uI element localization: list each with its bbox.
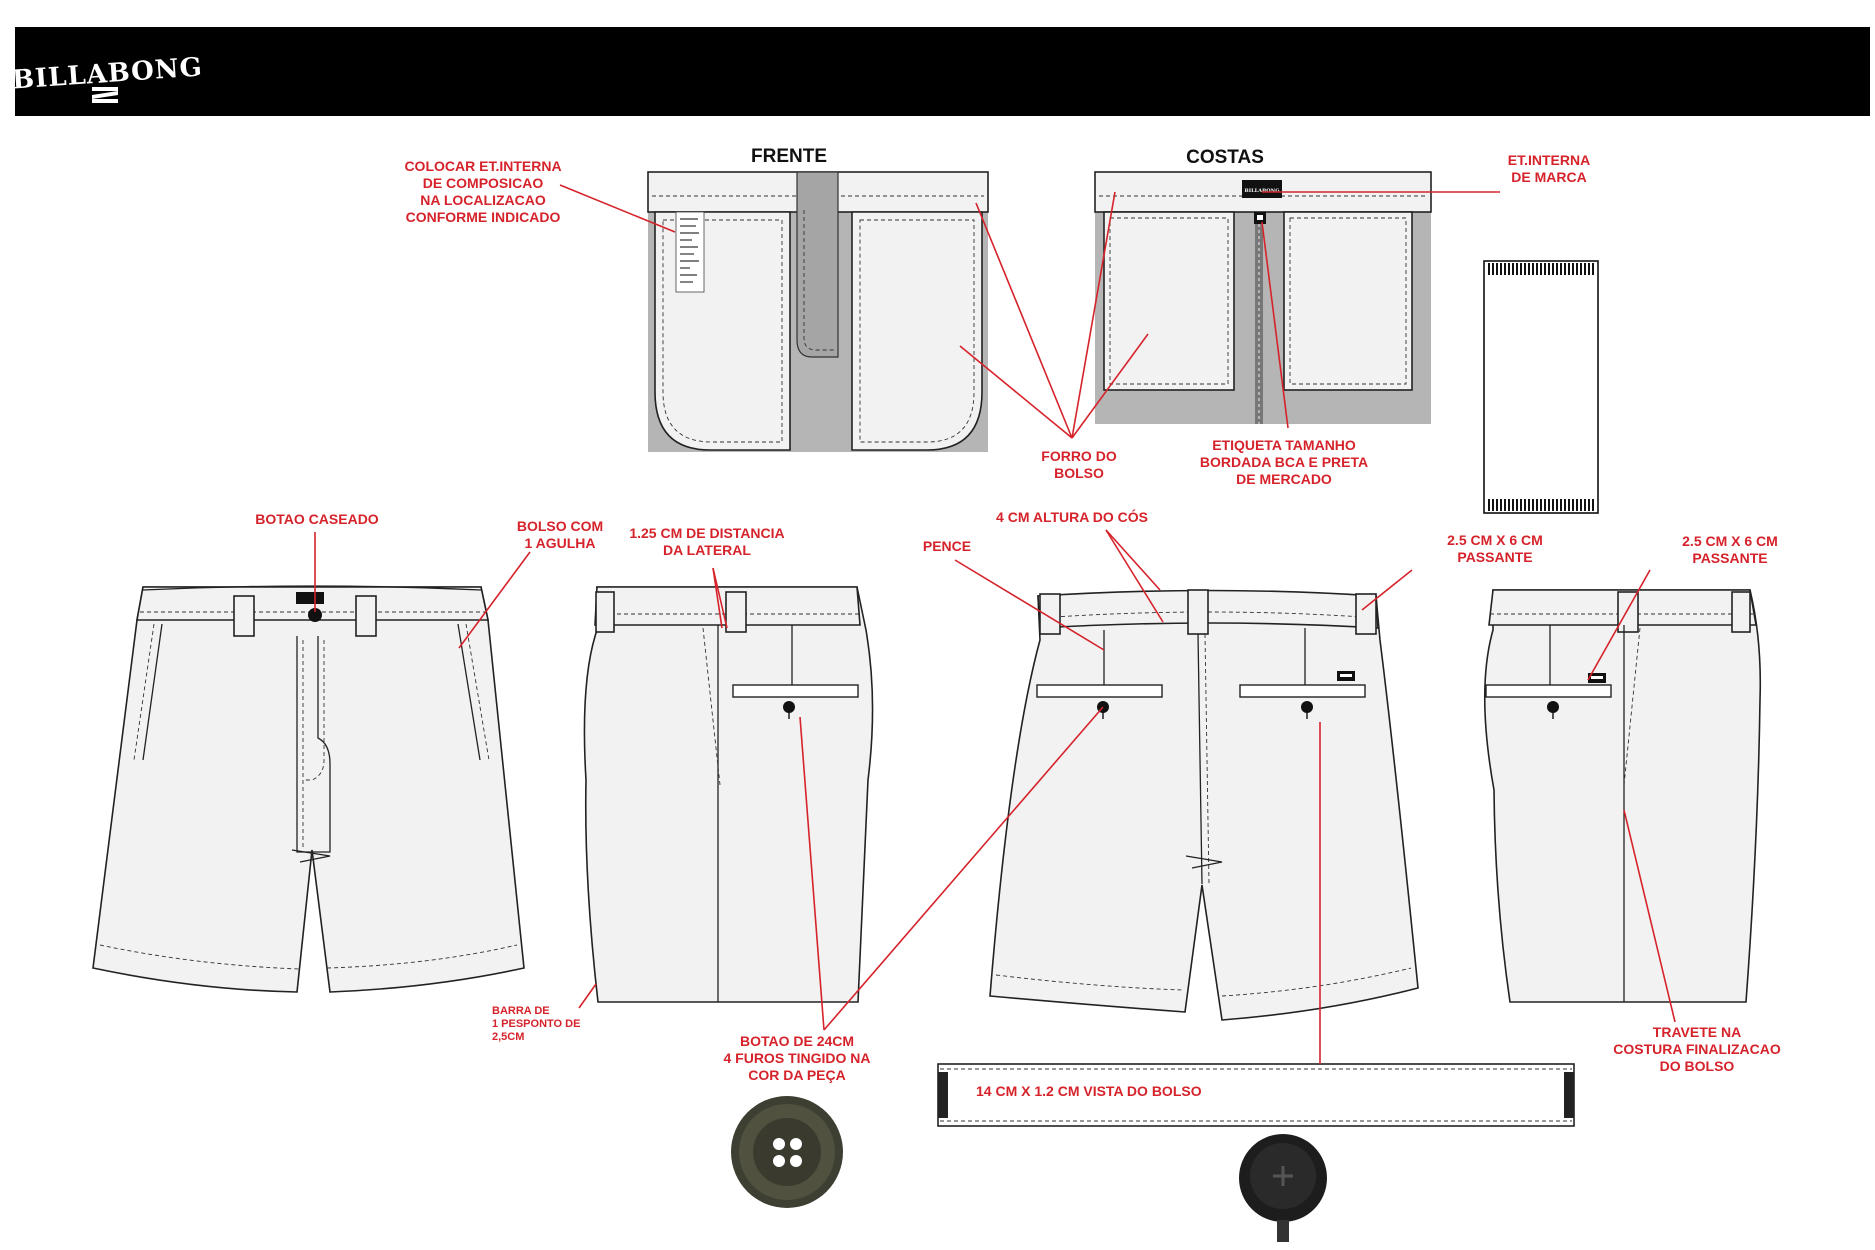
svg-text:1 PESPONTO DE: 1 PESPONTO DE [492,1018,580,1030]
svg-text:14 CM X 1.2 CM VISTA DO BOLSO: 14 CM X 1.2 CM VISTA DO BOLSO [976,1083,1202,1099]
svg-text:BOTAO CASEADO: BOTAO CASEADO [255,511,379,527]
annotation-pocket-facing: 14 CM X 1.2 CM VISTA DO BOLSO [976,1083,1202,1099]
brand-label-tag [1242,180,1282,198]
svg-text:4 FUROS TINGIDO NA: 4 FUROS TINGIDO NA [723,1050,870,1066]
billabong-wave-icon [92,87,118,103]
annotation-waist-height: 4 CM ALTURA DO CÓS [996,508,1148,525]
svg-text:ETIQUETA TAMANHO: ETIQUETA TAMANHO [1212,437,1356,453]
annotation-side-distance: 1.25 CM DE DISTANCIA DA LATERAL [629,525,784,558]
svg-text:BOTAO DE 24CM: BOTAO DE 24CM [740,1033,854,1049]
button-4-hole [731,1096,843,1208]
annotation-composition-label: COLOCAR ET.INTERNA DE COMPOSICAO NA LOCA… [404,158,561,225]
pocket-facing-strip [937,1063,1575,1127]
annotation-belt-loop-back: 2.5 CM X 6 CM PASSANTE [1447,532,1543,565]
svg-text:2,5CM: 2,5CM [492,1031,524,1043]
svg-text:DA LATERAL: DA LATERAL [663,542,751,558]
svg-text:1 AGULHA: 1 AGULHA [524,535,595,551]
svg-text:COR DA PEÇA: COR DA PEÇA [748,1067,846,1083]
svg-text:BILLABONG: BILLABONG [1245,188,1280,194]
svg-text:2.5 CM X 6 CM: 2.5 CM X 6 CM [1682,533,1778,549]
annotation-button-hole: BOTAO CASEADO [255,511,379,527]
annotation-button-spec: BOTAO DE 24CM 4 FUROS TINGIDO NA COR DA … [723,1033,870,1083]
svg-text:CONFORME INDICADO: CONFORME INDICADO [406,209,561,225]
annotation-dart: PENCE [923,538,971,554]
svg-text:FORRO DO: FORRO DO [1041,448,1117,464]
svg-text:DE MERCADO: DE MERCADO [1236,471,1332,487]
svg-text:PASSANTE: PASSANTE [1457,549,1532,565]
back-inside-view: BILLABONG [1094,171,1432,424]
annotation-belt-loop-side: 2.5 CM X 6 CM PASSANTE [1682,533,1778,566]
side-short-right-drawing [1483,589,1762,1003]
svg-text:COSTURA FINALIZACAO: COSTURA FINALIZACAO [1613,1041,1781,1057]
header-bar: BILLABONG [11,27,1870,116]
svg-text:4 CM ALTURA DO CÓS: 4 CM ALTURA DO CÓS [996,508,1148,525]
shank-button [1239,1134,1327,1242]
svg-text:DE COMPOSICAO: DE COMPOSICAO [423,175,544,191]
annotation-bartack: TRAVETE NA COSTURA FINALIZACAO DO BOLSO [1613,1024,1781,1074]
svg-text:NA LOCALIZACAO: NA LOCALIZACAO [420,192,546,208]
waistband-piece [1483,260,1599,514]
side-short-left-drawing [583,586,874,1003]
annotation-brand-label: ET.INTERNA DE MARCA [1508,152,1590,185]
svg-text:1.25 CM DE DISTANCIA: 1.25 CM DE DISTANCIA [629,525,784,541]
svg-text:BARRA DE: BARRA DE [492,1005,550,1017]
annotation-size-label: ETIQUETA TAMANHO BORDADA BCA E PRETA DE … [1200,437,1368,487]
back-view-title: COSTAS [1186,147,1264,168]
annotation-hem: BARRA DE 1 PESPONTO DE 2,5CM [492,1005,580,1043]
annotation-leaders [314,184,1676,1064]
annotation-pocket-lining: FORRO DO BOLSO [1041,448,1117,481]
front-view-title: FRENTE [751,146,827,167]
svg-text:BOLSO COM: BOLSO COM [517,518,603,534]
svg-text:BOLSO: BOLSO [1054,465,1104,481]
svg-text:PASSANTE: PASSANTE [1692,550,1767,566]
svg-text:COLOCAR ET.INTERNA: COLOCAR ET.INTERNA [404,158,561,174]
svg-text:DO BOLSO: DO BOLSO [1660,1058,1735,1074]
svg-text:2.5 CM X 6 CM: 2.5 CM X 6 CM [1447,532,1543,548]
svg-text:DE MARCA: DE MARCA [1511,169,1586,185]
back-short-drawing [989,589,1419,1021]
svg-text:BORDADA BCA E PRETA: BORDADA BCA E PRETA [1200,454,1368,470]
svg-text:ET.INTERNA: ET.INTERNA [1508,152,1590,168]
front-short-drawing [92,585,525,993]
front-inside-view [647,171,989,452]
composition-label-tag [675,211,705,293]
svg-text:PENCE: PENCE [923,538,971,554]
svg-text:TRAVETE NA: TRAVETE NA [1653,1024,1741,1040]
annotation-pocket-needle: BOLSO COM 1 AGULHA [517,518,603,551]
